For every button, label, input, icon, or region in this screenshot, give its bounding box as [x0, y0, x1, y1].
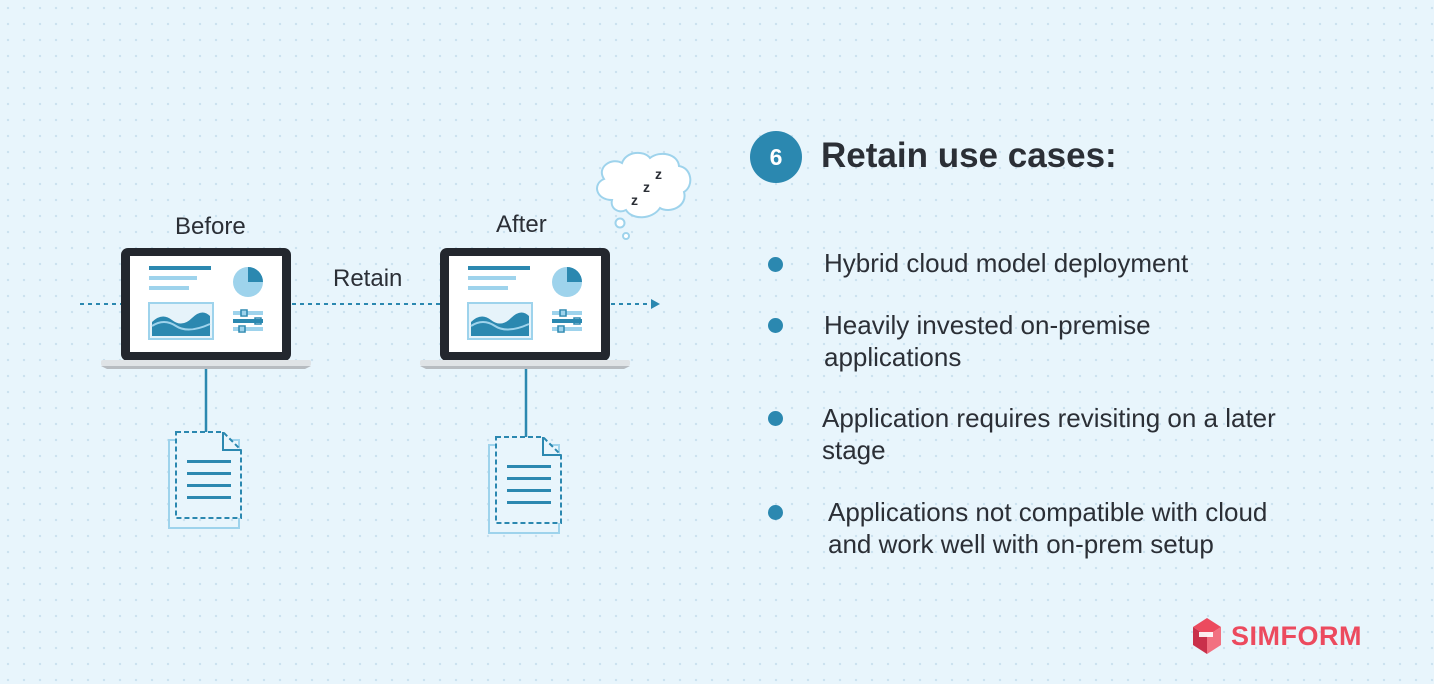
- simform-logo-icon: [1193, 618, 1221, 654]
- sleep-z-1: z: [631, 192, 638, 208]
- use-case-3: Application requires revisiting on a lat…: [822, 402, 1276, 466]
- sleep-z-3: z: [655, 166, 662, 182]
- use-case-1: Hybrid cloud model deployment: [824, 247, 1188, 279]
- use-case-3-line-2: stage: [822, 435, 886, 465]
- bullet-icon: [768, 318, 783, 333]
- step-number-badge: 6: [750, 131, 802, 183]
- document-after-icon: [488, 436, 562, 534]
- use-case-4-line-1: Applications not compatible with cloud: [828, 497, 1268, 527]
- sleep-cloud-icon: [596, 151, 692, 240]
- bullet-icon: [768, 257, 783, 272]
- retain-diagram: [80, 151, 692, 534]
- page-title: Retain use cases:: [821, 136, 1117, 175]
- laptop-before-icon: [100, 247, 312, 370]
- bullet-icon: [768, 411, 783, 426]
- arrow-head-icon: [651, 299, 660, 309]
- use-case-2: Heavily invested on-premise applications: [824, 309, 1151, 373]
- simform-logo: SIMFORM: [1189, 616, 1362, 656]
- use-case-2-line-2: applications: [824, 342, 962, 372]
- use-case-2-line-1: Heavily invested on-premise: [824, 310, 1151, 340]
- use-case-3-line-1: Application requires revisiting on a lat…: [822, 403, 1276, 433]
- retain-arrow-label: Retain: [333, 265, 403, 292]
- brand-name: SIMFORM: [1231, 620, 1362, 651]
- laptop-after-icon: [419, 247, 631, 370]
- use-case-1-line-1: Hybrid cloud model deployment: [824, 248, 1189, 278]
- use-case-4: Applications not compatible with cloud a…: [828, 496, 1267, 560]
- sleep-z-2: z: [643, 179, 650, 195]
- after-label: After: [496, 211, 547, 238]
- bullet-icon: [768, 505, 783, 520]
- before-label: Before: [175, 213, 246, 240]
- use-case-4-line-2: and work well with on-prem setup: [828, 529, 1214, 559]
- document-before-icon: [168, 431, 242, 529]
